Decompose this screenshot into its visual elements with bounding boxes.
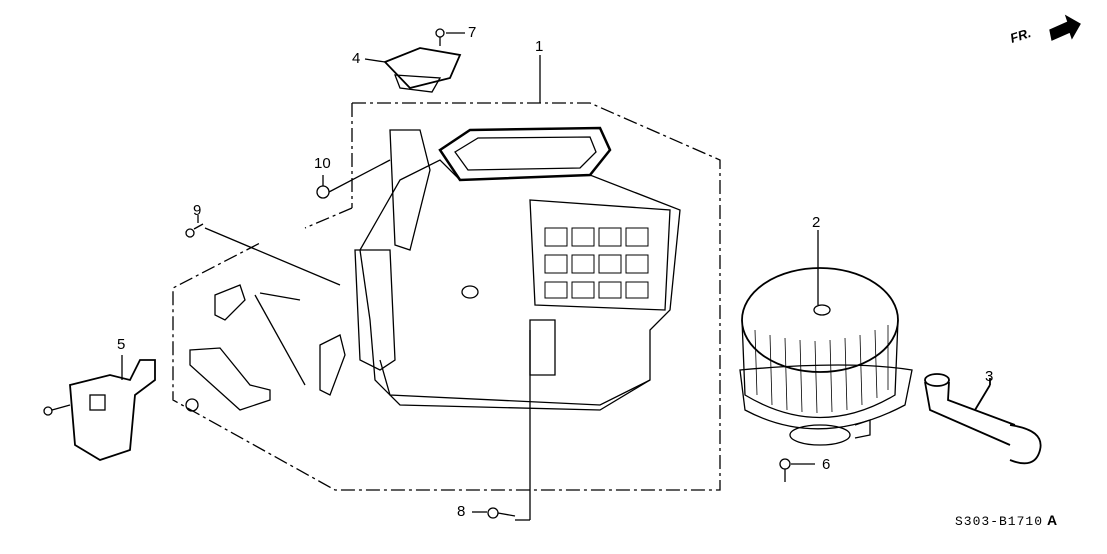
part-5-actuator <box>43 355 156 461</box>
part-8-bolt <box>472 330 531 521</box>
part-4-bracket <box>364 47 462 93</box>
diagram-code-number: S303-B1710 <box>955 514 1044 529</box>
part-7-screw <box>435 28 465 46</box>
callout-3: 3 <box>985 368 994 385</box>
part-2-blower-motor <box>739 230 913 446</box>
front-direction-arrow-icon <box>1049 14 1081 41</box>
callout-8: 8 <box>457 503 466 520</box>
callout-6: 6 <box>822 456 831 473</box>
part-3-hose <box>924 373 1042 465</box>
callout-4: 4 <box>352 50 361 67</box>
linkage-parts <box>185 284 346 412</box>
callout-7: 7 <box>468 24 477 41</box>
part-10-nut <box>316 159 391 199</box>
callout-10: 10 <box>314 155 331 172</box>
blower-housing <box>354 126 681 411</box>
callout-1: 1 <box>535 38 544 55</box>
callout-2: 2 <box>812 214 821 231</box>
part-9-bolt <box>185 215 341 286</box>
assembly-outline <box>172 102 721 491</box>
part-6-screw <box>779 458 815 482</box>
callout-5: 5 <box>117 336 126 353</box>
callout-9: 9 <box>193 202 202 219</box>
diagram-revision: A <box>1047 512 1059 528</box>
